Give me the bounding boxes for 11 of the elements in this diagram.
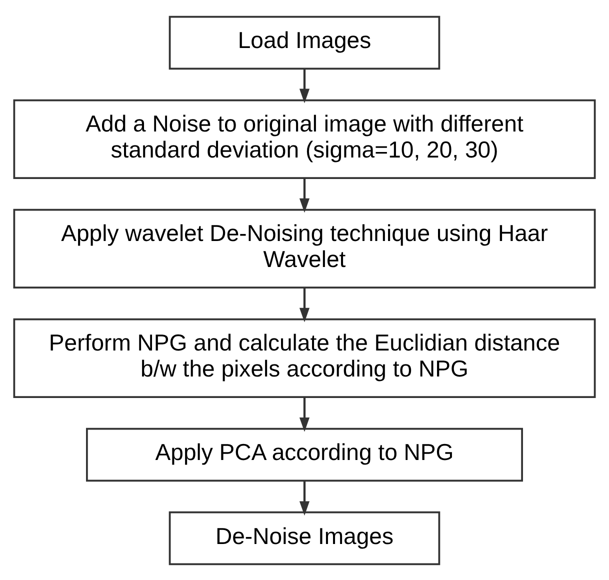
node-box: Apply PCA according to NPG: [86, 427, 523, 482]
arrow: [299, 178, 310, 212]
arrow: [299, 288, 310, 322]
node-box: Perform NPG and calculate the Euclidian distance b/w the pixels according to NPG: [13, 318, 596, 398]
node-box: De-Noise Images: [168, 510, 440, 565]
node-box: Apply wavelet De-Noising technique using Haar Wavelet: [13, 208, 596, 288]
arrow: [299, 396, 310, 432]
arrow: [299, 480, 310, 516]
arrow: [299, 68, 310, 103]
node-box: Load Images: [168, 15, 440, 70]
node-box: Add a Noise to original image with different standard deviation (sigma=10, 20, 30): [13, 98, 596, 179]
